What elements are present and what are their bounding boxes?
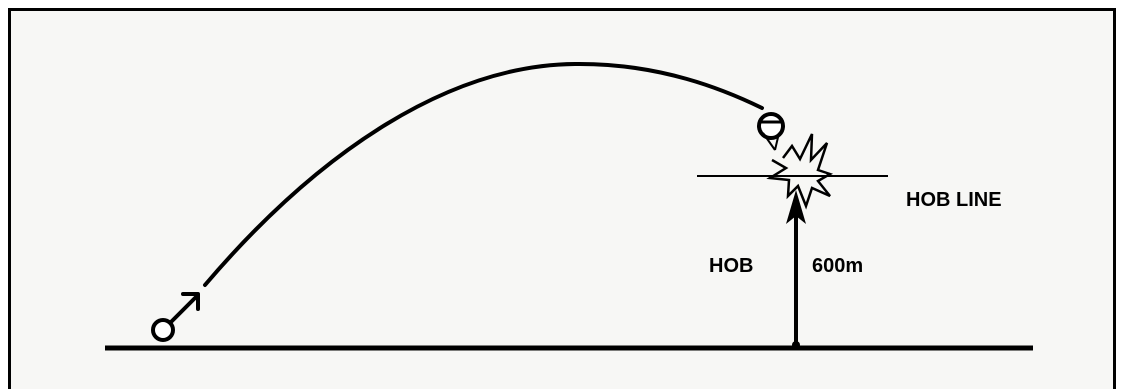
- diagram-frame: [8, 8, 1116, 389]
- hob-height-arrow: [786, 190, 806, 349]
- height-of-burst-value: 600m: [812, 255, 864, 277]
- hob-line-label: HOB LINE: [906, 189, 1002, 211]
- parachute-icon: [757, 112, 785, 151]
- hob-label: HOB: [709, 255, 754, 277]
- male-symbol-icon: [151, 292, 200, 342]
- burst-icon: [766, 133, 834, 210]
- trajectory-arc: [203, 61, 764, 287]
